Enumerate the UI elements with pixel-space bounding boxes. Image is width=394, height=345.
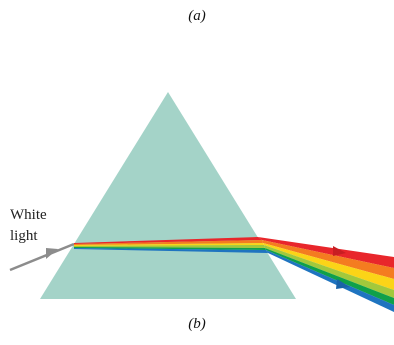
prism [40, 92, 296, 299]
white-label: White [10, 207, 47, 223]
incident-ray-arrowhead [46, 248, 58, 259]
caption-b: (b) [0, 316, 394, 333]
light-label: light [10, 228, 38, 244]
